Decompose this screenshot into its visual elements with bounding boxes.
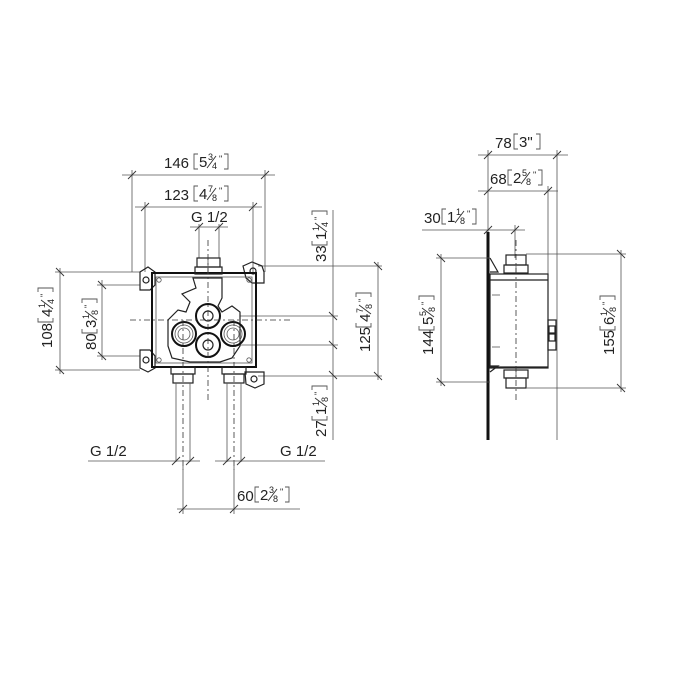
svg-text:1: 1 xyxy=(311,401,321,406)
svg-text:8: 8 xyxy=(364,304,374,309)
svg-text:3: 3 xyxy=(208,152,213,162)
svg-text:": " xyxy=(219,154,222,164)
svg-text:1: 1 xyxy=(81,314,91,319)
svg-text:78: 78 xyxy=(495,135,512,152)
svg-text:4: 4 xyxy=(320,222,330,227)
svg-text:1: 1 xyxy=(599,311,609,316)
svg-text:2: 2 xyxy=(513,170,521,187)
svg-text:1: 1 xyxy=(311,226,321,231)
svg-text:155: 155 xyxy=(601,330,618,355)
svg-text:8: 8 xyxy=(320,397,330,402)
svg-text:2: 2 xyxy=(260,487,268,504)
svg-text:108: 108 xyxy=(39,323,56,348)
svg-text:8: 8 xyxy=(427,307,437,312)
svg-text:8: 8 xyxy=(608,307,618,312)
svg-text:1: 1 xyxy=(456,207,461,217)
side-housing xyxy=(489,240,557,400)
dim-outlet-spacing: 60 2 3 8 " xyxy=(177,462,300,514)
svg-text:30: 30 xyxy=(424,210,441,227)
svg-text:": " xyxy=(39,294,49,297)
svg-text:5: 5 xyxy=(199,154,207,171)
dim-height-inner: 80 3 1 8 " xyxy=(81,280,140,361)
dim-height-total: 155 6 1 8 " xyxy=(526,249,626,393)
svg-text:": " xyxy=(601,302,611,305)
label-125: 125 4 7 8 " xyxy=(355,292,374,352)
front-view: 146 5 3 4 " 123 4 7 8 " G 1/2 xyxy=(37,152,383,514)
dim-height-plate: 144 5 5 8 " xyxy=(418,253,490,387)
svg-text:": " xyxy=(357,299,367,302)
svg-text:G 1/2: G 1/2 xyxy=(191,209,228,226)
svg-text:68: 68 xyxy=(490,171,507,188)
svg-text:4: 4 xyxy=(212,161,217,171)
svg-text:": " xyxy=(533,170,536,180)
svg-text:3": 3" xyxy=(519,134,533,151)
dim-width-inner: 123 4 7 8 " xyxy=(135,184,262,272)
svg-text:5: 5 xyxy=(420,317,437,325)
svg-text:80: 80 xyxy=(83,333,100,350)
svg-text:5: 5 xyxy=(522,168,527,178)
svg-text:8: 8 xyxy=(526,177,531,187)
svg-text:8: 8 xyxy=(90,310,100,315)
svg-text:4: 4 xyxy=(46,299,56,304)
svg-text:5: 5 xyxy=(418,311,428,316)
svg-text:4: 4 xyxy=(199,186,207,203)
svg-text:3: 3 xyxy=(83,320,100,328)
svg-text:1: 1 xyxy=(37,303,47,308)
svg-text:4: 4 xyxy=(357,314,374,322)
svg-text:": " xyxy=(280,487,283,497)
label-146: 146 xyxy=(164,155,189,172)
side-view: 78 3" 68 2 5 8 " 30 1 xyxy=(418,133,626,440)
svg-text:": " xyxy=(467,209,470,219)
label-33: 33 1 1 4 " xyxy=(311,210,330,262)
svg-text:": " xyxy=(420,302,430,305)
svg-text:144: 144 xyxy=(420,330,437,355)
svg-text:33: 33 xyxy=(313,245,330,262)
svg-text:7: 7 xyxy=(355,308,365,313)
svg-text:": " xyxy=(83,305,93,308)
svg-text:125: 125 xyxy=(357,327,374,352)
dim-height-outer: 108 4 1 4 " xyxy=(37,267,140,375)
svg-text:6: 6 xyxy=(601,317,618,325)
svg-text:8: 8 xyxy=(212,193,217,203)
dim-wall-offset: 30 1 1 8 " xyxy=(422,207,525,258)
dim-width-outer: 146 5 3 4 " xyxy=(122,152,275,272)
svg-text:27: 27 xyxy=(313,420,330,437)
svg-text:1: 1 xyxy=(447,209,455,226)
svg-text:": " xyxy=(313,217,323,220)
label-27: 27 1 1 8 " xyxy=(311,385,330,437)
svg-text:123: 123 xyxy=(164,187,189,204)
svg-text:": " xyxy=(313,392,323,395)
dim-right-verticals: 33 1 1 4 " 125 4 7 8 " 27 xyxy=(240,210,383,440)
svg-text:4: 4 xyxy=(39,309,56,317)
valve-housing xyxy=(130,240,290,470)
dim-top-thread: G 1/2 xyxy=(190,209,228,258)
svg-text:3: 3 xyxy=(269,485,274,495)
svg-text:60: 60 xyxy=(237,488,254,505)
svg-text:8: 8 xyxy=(273,494,278,504)
svg-text:": " xyxy=(219,186,222,196)
svg-text:8: 8 xyxy=(460,216,465,226)
svg-text:G 1/2: G 1/2 xyxy=(90,443,127,460)
svg-text:1: 1 xyxy=(313,232,330,240)
dim-bottom-threads: G 1/2 G 1/2 xyxy=(88,443,325,466)
svg-text:G 1/2: G 1/2 xyxy=(280,443,317,460)
svg-text:1: 1 xyxy=(313,407,330,415)
svg-text:7: 7 xyxy=(208,184,213,194)
